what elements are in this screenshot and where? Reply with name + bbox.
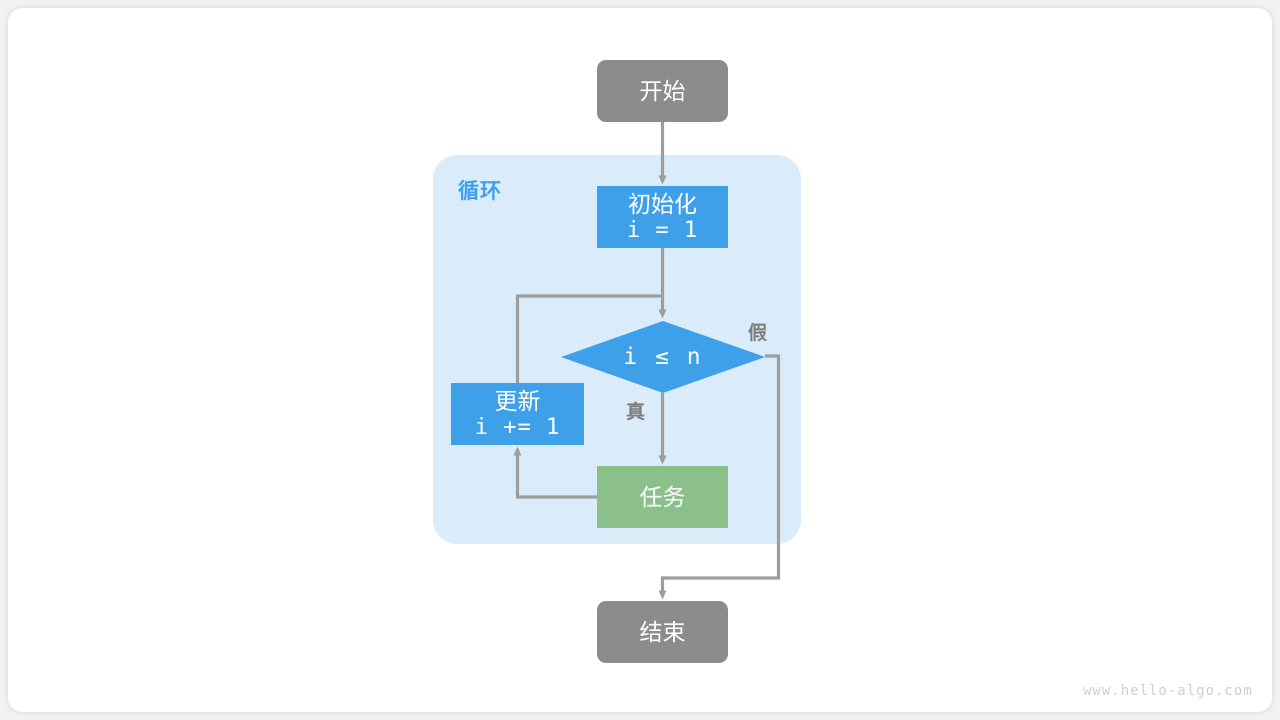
node-initialize-code: i = 1	[626, 217, 699, 243]
watermark-url: www.hello-algo.com	[1083, 683, 1253, 699]
loop-container-label: 循环	[458, 180, 502, 203]
node-start[interactable]: 开始	[597, 60, 728, 122]
node-condition[interactable]: i ≤ n	[561, 321, 765, 393]
node-task[interactable]: 任务	[597, 466, 728, 528]
node-update-label: 更新	[494, 387, 541, 414]
node-initialize-label: 初始化	[628, 190, 697, 217]
edge-label-true: 真	[626, 402, 646, 423]
node-task-label: 任务	[639, 483, 686, 510]
node-update[interactable]: 更新 i += 1	[451, 383, 584, 445]
flowchart-canvas: 循环	[8, 8, 1272, 712]
node-initialize[interactable]: 初始化 i = 1	[597, 186, 728, 248]
edge-label-false: 假	[748, 323, 768, 344]
node-end-label: 结束	[639, 618, 686, 645]
node-update-code: i += 1	[474, 414, 561, 440]
node-start-label: 开始	[639, 77, 686, 104]
node-condition-label: i ≤ n	[623, 344, 703, 370]
diagram-card: 循环	[8, 8, 1272, 712]
node-end[interactable]: 结束	[597, 601, 728, 663]
